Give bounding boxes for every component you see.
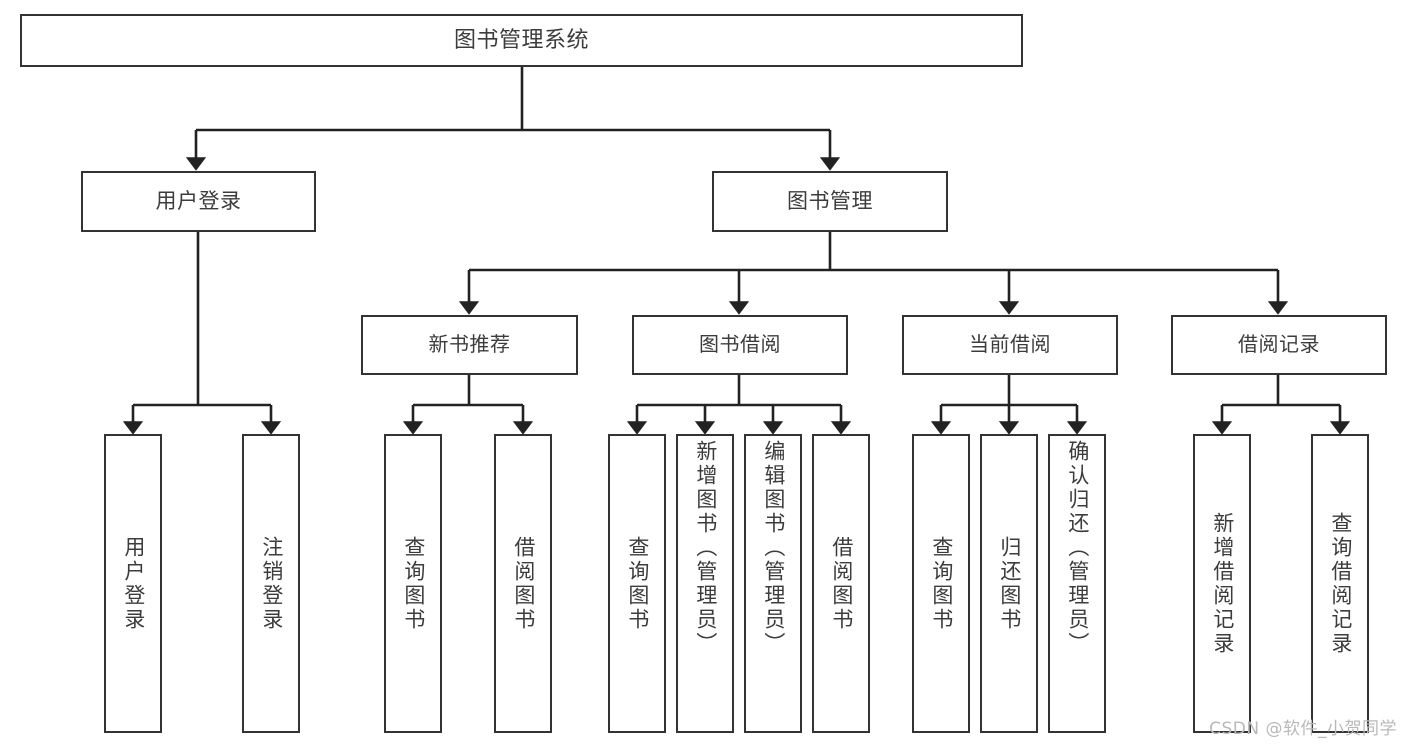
node-label: 编辑图书（管理员） (761, 440, 786, 656)
node-label: 当前借阅 (969, 332, 1051, 357)
node-label: 查询图书 (929, 535, 954, 632)
node-label: 查询借阅记录 (1328, 511, 1353, 656)
node-label: 图书管理系统 (453, 27, 589, 53)
node-book-management[interactable]: 图书管理 (712, 171, 948, 232)
node-label: 查询图书 (401, 535, 426, 632)
node-root-book-management-system[interactable]: 图书管理系统 (20, 14, 1023, 67)
node-label: 借阅图书 (511, 535, 536, 632)
node-label: 确认归还（管理员） (1065, 440, 1090, 656)
node-borrow-records[interactable]: 借阅记录 (1171, 315, 1387, 375)
node-label: 借阅记录 (1238, 332, 1320, 357)
node-new-book-recommend[interactable]: 新书推荐 (361, 315, 578, 375)
node-label: 用户登录 (121, 535, 146, 632)
node-leaf-query-book-current[interactable]: 查询图书 (912, 434, 970, 733)
node-leaf-add-book-admin[interactable]: 新增图书（管理员） (676, 434, 734, 733)
node-current-borrow[interactable]: 当前借阅 (902, 315, 1118, 375)
node-leaf-query-borrow-record[interactable]: 查询借阅记录 (1311, 434, 1369, 733)
node-label: 新增图书（管理员） (693, 440, 718, 656)
node-leaf-query-book-recommend[interactable]: 查询图书 (384, 434, 442, 733)
node-user-login[interactable]: 用户登录 (81, 171, 316, 232)
node-leaf-edit-book-admin[interactable]: 编辑图书（管理员） (744, 434, 802, 733)
node-leaf-query-book-borrow[interactable]: 查询图书 (608, 434, 666, 733)
node-label: 注销登录 (259, 535, 284, 632)
node-leaf-logout[interactable]: 注销登录 (242, 434, 300, 733)
watermark-text: CSDN @软件_小贺同学 (1209, 719, 1397, 739)
node-leaf-confirm-return-admin[interactable]: 确认归还（管理员） (1048, 434, 1106, 733)
node-leaf-user-login[interactable]: 用户登录 (104, 434, 162, 733)
node-leaf-return-book[interactable]: 归还图书 (980, 434, 1038, 733)
node-leaf-borrow-book[interactable]: 借阅图书 (812, 434, 870, 733)
node-label: 新书推荐 (428, 332, 511, 357)
node-label: 借阅图书 (829, 535, 854, 632)
node-label: 查询图书 (625, 535, 650, 632)
node-label: 用户登录 (155, 189, 242, 214)
node-leaf-add-borrow-record[interactable]: 新增借阅记录 (1193, 434, 1251, 733)
node-label: 图书借阅 (699, 332, 781, 357)
node-book-borrow[interactable]: 图书借阅 (632, 315, 848, 375)
node-leaf-borrow-book-recommend[interactable]: 借阅图书 (494, 434, 552, 733)
node-label: 新增借阅记录 (1210, 511, 1235, 656)
node-label: 图书管理 (787, 189, 873, 214)
node-label: 归还图书 (997, 535, 1022, 632)
